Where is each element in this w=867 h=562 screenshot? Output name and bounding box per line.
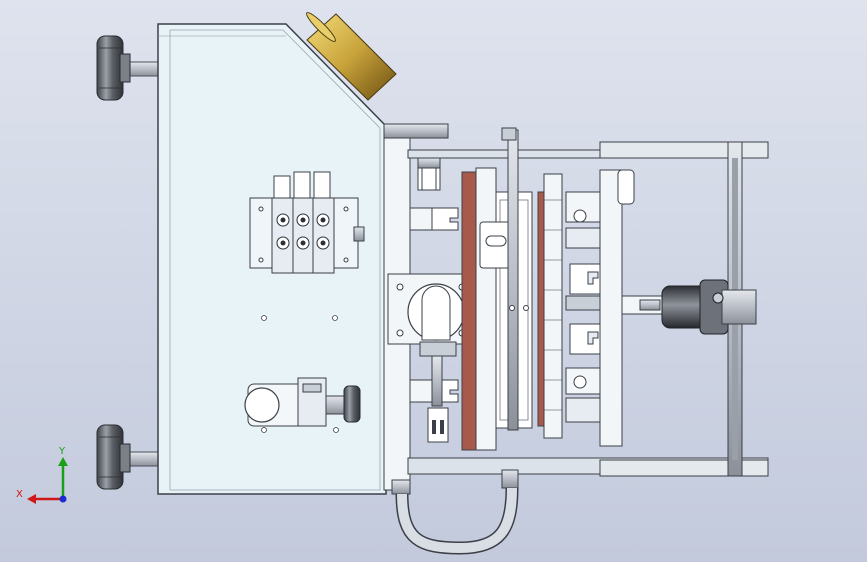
brass-cylinder bbox=[306, 12, 397, 101]
rail-assembly bbox=[461, 127, 533, 451]
valve-manifold[interactable] bbox=[249, 171, 365, 274]
pipe-fitting-top bbox=[417, 157, 441, 191]
handwheel-bottom[interactable] bbox=[96, 424, 160, 490]
slide-column bbox=[537, 173, 563, 439]
y-axis-label: Y bbox=[58, 446, 66, 457]
z-axis-origin bbox=[59, 495, 67, 503]
x-axis-label: X bbox=[16, 489, 23, 500]
axis-triad-icon: Y X bbox=[16, 446, 68, 504]
gripper-assembly[interactable] bbox=[565, 169, 635, 447]
handwheel-top[interactable] bbox=[96, 35, 160, 101]
x-axis-arrowhead bbox=[27, 494, 36, 504]
pneumatic-cylinder[interactable] bbox=[621, 279, 757, 335]
servo-motor[interactable] bbox=[387, 273, 475, 357]
panel-mount-holes bbox=[261, 315, 339, 433]
clamp-bracket-lower bbox=[409, 355, 459, 443]
y-axis-arrowhead bbox=[58, 457, 68, 466]
pipe-fitting-bottom bbox=[391, 469, 519, 495]
pressure-regulator[interactable] bbox=[244, 377, 361, 427]
